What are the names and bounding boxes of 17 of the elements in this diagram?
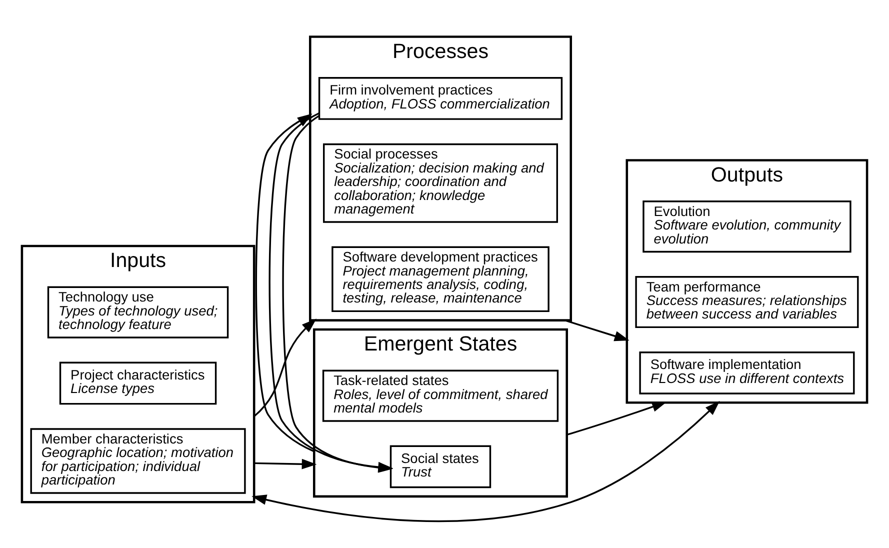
arrow: [564, 319, 630, 341]
node-box: Member characteristics Geographic location; motivation for participation; individual participation: [30, 428, 246, 494]
node-box: Technology use Types of technology used; technology feature: [47, 286, 229, 338]
arrow: [254, 318, 317, 417]
node-box: Firm involvement practices Adoption, FLOSS commercialization: [318, 76, 563, 120]
node-box: Software development practices Project management planning, requirements analysis, coding, testing, release, maintenance: [332, 246, 550, 312]
node-box: Evolution Software evolution, community evolution: [642, 200, 852, 252]
node-box: Team performance Success measures; relationships between success and variables: [635, 276, 859, 328]
arrow: [566, 401, 667, 436]
node-box: Social processes Socialization; decision making and leadership; coordination and collaboration; knowledge management: [323, 142, 558, 222]
node-box: Social states Trust: [390, 444, 492, 488]
node-box: Task-related states Roles, level of commitment, shared mental models: [322, 369, 559, 422]
arrow: [254, 458, 317, 469]
node-box: Software implementation FLOSS use in different contexts: [639, 351, 855, 394]
arrow: [252, 400, 720, 522]
arrow: [255, 113, 314, 452]
node-box: Project characteristics License types: [59, 361, 217, 404]
